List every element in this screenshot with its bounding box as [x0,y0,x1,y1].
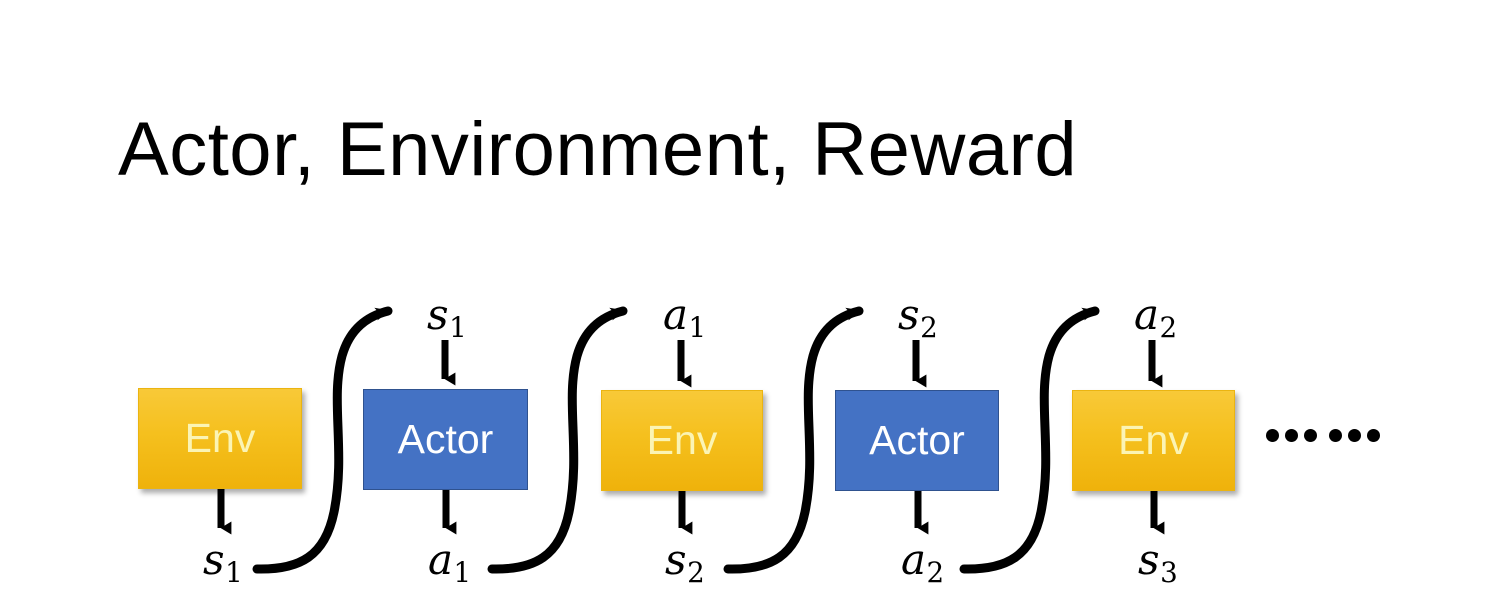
variable-base: a [428,535,454,584]
variable-base: a [901,535,927,584]
curve-a1-to-env2 [487,306,628,574]
node-env-3[interactable]: Env [1072,390,1235,491]
variable-base: s [427,290,449,339]
node-label: Env [646,417,718,463]
page-title: Actor, Environment, Reward [118,107,1078,192]
label-state-s1-top: s1 [427,294,467,342]
label-action-a2-bottom: a2 [901,539,944,587]
variable-base: s [665,535,687,584]
node-env-1[interactable]: Env [138,388,302,489]
label-state-s2-bottom: s2 [665,539,705,587]
variable-subscript: 1 [225,556,243,590]
curve-s2-to-actor2 [723,306,864,574]
variable-base: a [1134,290,1160,339]
ellipsis-dot [1367,429,1380,442]
ellipsis-dot [1348,429,1361,442]
node-label: Actor [397,416,494,462]
label-state-s1-bottom: s1 [203,539,243,587]
ellipsis-dot [1329,429,1342,442]
label-action-a1-top: a1 [663,294,706,342]
variable-subscript: 1 [688,311,707,345]
variable-subscript: 2 [926,556,945,590]
node-env-2[interactable]: Env [601,390,763,491]
variable-subscript: 2 [920,311,938,345]
curve-a2-to-env3 [959,306,1100,574]
variable-subscript: 1 [453,556,472,590]
variable-subscript: 1 [449,311,467,345]
variable-base: s [1138,535,1160,584]
variable-subscript: 3 [1160,556,1178,590]
variable-base: a [663,290,689,339]
node-actor-1[interactable]: Actor [363,389,528,490]
label-state-s3-bottom: s3 [1138,539,1178,587]
variable-subscript: 2 [687,556,705,590]
node-label: Env [1118,417,1189,463]
label-action-a2-top: a2 [1134,294,1177,342]
label-action-a1-bottom: a1 [428,539,471,587]
ellipsis-dot [1266,429,1279,442]
variable-base: s [203,535,225,584]
label-state-s2-top: s2 [898,294,938,342]
variable-subscript: 2 [1159,311,1178,345]
ellipsis-continuation [1266,429,1380,442]
node-label: Env [184,415,256,461]
variable-base: s [898,290,920,339]
ellipsis-dot [1304,429,1317,442]
curve-s1-to-actor1 [252,306,393,574]
ellipsis-dot [1285,429,1298,442]
node-actor-2[interactable]: Actor [835,390,999,491]
node-label: Actor [869,417,965,463]
